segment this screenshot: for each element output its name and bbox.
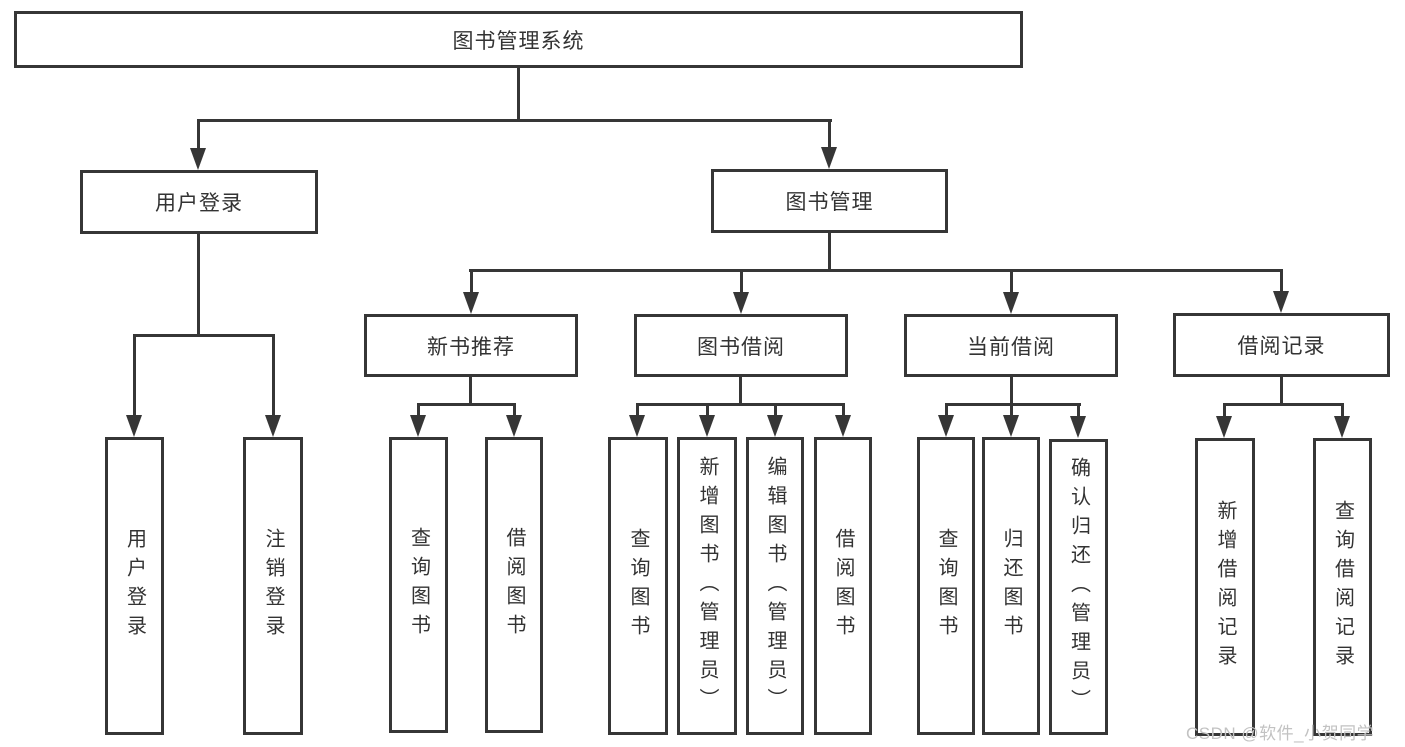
edge-book-mgmt-stem [828, 233, 831, 271]
edge-stem-leaf [842, 405, 845, 418]
edge-book-mgmt-branch [469, 269, 1283, 272]
edge-stem-leaf-login [133, 336, 136, 418]
edge-stem-book-borrow [740, 271, 743, 293]
node-label: 新增借阅记录 [1214, 500, 1236, 674]
node-label: 查询图书 [407, 527, 430, 643]
edge-stem-current-borrow [1010, 271, 1013, 293]
arrow-down-icon [1070, 416, 1086, 438]
node-new-book-recommend: 新书推荐 [364, 314, 578, 377]
arrow-down-icon [733, 292, 749, 314]
node-leaf-return-books: 归还图书 [982, 437, 1040, 735]
node-leaf-user-login: 用户登录 [105, 437, 164, 735]
node-label: 查询图书 [627, 528, 649, 644]
node-label: 当前借阅 [967, 335, 1055, 359]
edge-stem-leaf-logout [272, 336, 275, 418]
edge-user-login-branch [133, 334, 275, 337]
node-leaf-query-books-borrowing: 查询图书 [608, 437, 668, 735]
node-label: 新书推荐 [427, 335, 515, 359]
node-leaf-query-borrow-record: 查询借阅记录 [1313, 438, 1372, 736]
csdn-watermark: CSDN @软件_小贺同学 [1186, 724, 1375, 743]
edge-new-book-rec-stem [469, 377, 472, 406]
node-label: 查询图书 [935, 528, 957, 644]
node-label: 编辑图书（管理员） [764, 455, 786, 717]
node-label: 用户登录 [155, 192, 243, 215]
edge-book-borrow-stem [739, 377, 742, 406]
node-leaf-add-borrow-record: 新增借阅记录 [1195, 438, 1255, 736]
node-leaf-logout: 注销登录 [243, 437, 303, 735]
edge-stem-leaf [706, 405, 709, 418]
arrow-down-icon [506, 415, 522, 437]
edge-stem-leaf [1077, 405, 1080, 418]
node-label: 图书管理系统 [452, 29, 585, 53]
node-book-borrowing: 图书借阅 [634, 314, 848, 377]
node-label: 借阅记录 [1237, 335, 1326, 358]
arrow-down-icon [1003, 415, 1019, 437]
edge-stem-user-login [197, 121, 200, 151]
arrow-down-icon [938, 415, 954, 437]
arrow-down-icon [629, 415, 645, 437]
node-book-management: 图书管理 [711, 169, 948, 233]
edge-stem-borrow-records [1280, 271, 1283, 293]
node-leaf-confirm-return-admin: 确认归还（管理员） [1049, 439, 1108, 735]
edge-current-borrow-stem [1010, 377, 1013, 406]
edge-borrow-records-branch [1223, 403, 1344, 406]
node-leaf-add-books-admin: 新增图书（管理员） [677, 437, 737, 735]
edge-stem-leaf [513, 405, 516, 418]
arrow-down-icon [410, 415, 426, 437]
node-label: 借阅图书 [832, 528, 854, 644]
arrow-down-icon [1334, 416, 1350, 438]
node-label: 图书借阅 [697, 335, 785, 359]
edge-user-login-stem [197, 234, 200, 337]
edge-stem-leaf [1010, 405, 1013, 418]
edge-root-branch [197, 119, 832, 122]
arrow-down-icon [126, 415, 142, 437]
node-leaf-query-books-recommend: 查询图书 [389, 437, 448, 733]
arrow-down-icon [821, 147, 837, 169]
node-borrowing-records: 借阅记录 [1173, 313, 1390, 377]
node-leaf-borrow-books-borrowing: 借阅图书 [814, 437, 872, 735]
node-label: 图书管理 [785, 191, 874, 214]
node-leaf-query-books-current: 查询图书 [917, 437, 975, 735]
edge-current-borrow-branch [945, 403, 1081, 406]
edge-stem-leaf [417, 405, 420, 418]
arrow-down-icon [835, 415, 851, 437]
arrow-down-icon [1216, 416, 1232, 438]
node-label: 查询借阅记录 [1331, 500, 1354, 674]
arrow-down-icon [699, 415, 715, 437]
arrow-down-icon [265, 415, 281, 437]
node-root-system: 图书管理系统 [14, 11, 1023, 68]
edge-root-stem [517, 68, 520, 121]
edge-stem-new-book-rec [470, 271, 473, 293]
arrow-down-icon [1003, 292, 1019, 314]
arrow-down-icon [1273, 291, 1289, 313]
arrow-down-icon [190, 148, 206, 170]
arrow-down-icon [463, 292, 479, 314]
edge-stem-leaf [774, 405, 777, 418]
node-label: 归还图书 [1000, 528, 1022, 644]
arrow-down-icon [767, 415, 783, 437]
node-leaf-borrow-books-recommend: 借阅图书 [485, 437, 543, 733]
edge-stem-book-mgmt [828, 121, 831, 151]
edge-borrow-records-stem [1280, 377, 1283, 406]
node-label: 新增图书（管理员） [696, 455, 718, 717]
node-label: 用户登录 [123, 528, 146, 644]
edge-stem-leaf [1341, 405, 1344, 418]
node-leaf-edit-books-admin: 编辑图书（管理员） [746, 437, 804, 735]
node-label: 确认归还（管理员） [1067, 456, 1090, 718]
edge-book-borrow-branch [636, 403, 845, 406]
node-label: 借阅图书 [503, 527, 525, 643]
node-user-login: 用户登录 [80, 170, 318, 234]
edge-new-book-rec-branch [417, 403, 516, 406]
node-label: 注销登录 [262, 528, 284, 644]
edge-stem-leaf [636, 405, 639, 418]
node-current-borrowing: 当前借阅 [904, 314, 1118, 377]
edge-stem-leaf [945, 405, 948, 418]
edge-stem-leaf [1223, 405, 1226, 418]
